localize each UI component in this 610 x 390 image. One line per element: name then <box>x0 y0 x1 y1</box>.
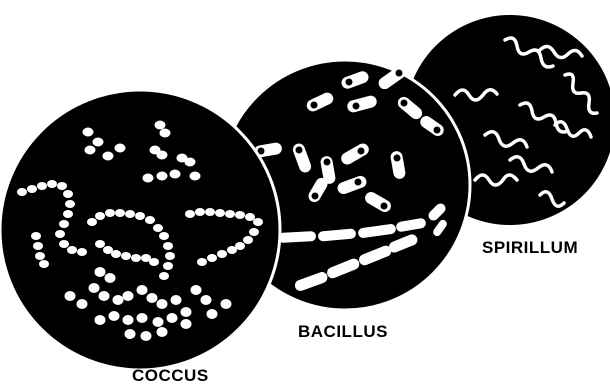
coccus-cell <box>167 313 178 323</box>
streptococcus-cell <box>59 220 69 228</box>
streptococcus-cell <box>95 212 105 220</box>
diplococcus-cell <box>103 152 114 161</box>
bacillus-label: BACILLUS <box>298 322 388 342</box>
streptococcus-cell <box>63 190 73 198</box>
streptococcus-cell <box>37 182 47 190</box>
diplococcus-cell <box>160 129 171 138</box>
streptococcus-cell <box>47 180 57 188</box>
streptococcus-cell <box>95 240 105 248</box>
diplococcus-cell <box>93 138 104 147</box>
streptococcus-cell <box>243 236 253 244</box>
coccus-cell <box>123 291 134 301</box>
streptococcus-cell <box>63 210 73 218</box>
streptococcus-cell <box>87 218 97 226</box>
streptococcus-cell <box>57 182 67 190</box>
coccus-cell <box>147 293 158 303</box>
diplococcus-cell <box>155 121 166 130</box>
spirillum-label: SPIRILLUM <box>482 238 578 258</box>
streptococcus-cell <box>253 218 263 226</box>
streptococcus-cell <box>125 210 135 218</box>
streptococcus-cell <box>197 258 207 266</box>
streptococcus-cell <box>77 248 87 256</box>
diplococcus-cell <box>157 172 168 181</box>
coccus-cell <box>123 315 134 325</box>
streptococcus-cell <box>245 213 255 221</box>
streptococcus-cell <box>185 210 195 218</box>
streptococcus-cell <box>207 254 217 262</box>
coccus-cell <box>157 299 168 309</box>
diplococcus-cell <box>143 174 154 183</box>
diplococcus-cell <box>185 158 196 167</box>
streptococcus-cell <box>111 250 121 258</box>
streptococcus-cell <box>115 209 125 217</box>
streptococcus-cell <box>217 250 227 258</box>
streptococcus-cell <box>59 240 69 248</box>
coccus-cell <box>181 307 192 317</box>
streptococcus-cell <box>235 211 245 219</box>
streptococcus-cell <box>249 228 259 236</box>
coccus-cell <box>153 317 164 327</box>
coccus-cell <box>95 315 106 325</box>
streptococcus-cell <box>153 224 163 232</box>
streptococcus-cell <box>67 246 77 254</box>
streptococcus-cell <box>35 252 45 260</box>
streptococcus-cell <box>33 242 43 250</box>
coccus-cell <box>89 283 100 293</box>
streptococcus-cell <box>159 232 169 240</box>
coccus-cell <box>105 273 116 283</box>
diplococcus-cell <box>83 128 94 137</box>
streptococcus-cell <box>135 212 145 220</box>
streptococcus-cell <box>131 254 141 262</box>
streptococcus-cell <box>65 200 75 208</box>
streptococcus-cell <box>163 242 173 250</box>
streptococcus-cell <box>31 232 41 240</box>
streptococcus-cell <box>205 208 215 216</box>
coccus-cell <box>137 285 148 295</box>
streptococcus-cell <box>121 252 131 260</box>
streptococcus-cell <box>159 272 169 280</box>
diplococcus-cell <box>115 144 126 153</box>
coccus-cell <box>201 295 212 305</box>
streptococcus-cell <box>145 216 155 224</box>
coccus-cell <box>181 319 192 329</box>
streptococcus-cell <box>55 230 65 238</box>
coccus-cell <box>171 295 182 305</box>
coccus-cell <box>207 309 218 319</box>
coccus-cell <box>65 291 76 301</box>
coccus-cell <box>191 285 202 295</box>
coccus-label: COCCUS <box>132 366 209 386</box>
streptococcus-cell <box>17 188 27 196</box>
streptococcus-cell <box>195 208 205 216</box>
diplococcus-cell <box>170 170 181 179</box>
streptococcus-cell <box>39 260 49 268</box>
coccus-cell <box>109 311 120 321</box>
streptococcus-cell <box>215 209 225 217</box>
coccus-cell <box>95 267 106 277</box>
streptococcus-cell <box>163 262 173 270</box>
coccus-cell <box>137 313 148 323</box>
diplococcus-cell <box>157 151 168 160</box>
diplococcus-cell <box>85 146 96 155</box>
streptococcus-cell <box>105 209 115 217</box>
coccus-cell <box>113 295 124 305</box>
streptococcus-cell <box>165 252 175 260</box>
streptococcus-cell <box>27 185 37 193</box>
coccus-cell <box>99 291 110 301</box>
coccus-cell <box>157 327 168 337</box>
coccus-cell <box>77 299 88 309</box>
streptococcus-cell <box>225 210 235 218</box>
coccus-cell <box>141 331 152 341</box>
coccus-panel <box>0 90 280 370</box>
coccus-cell <box>221 299 232 309</box>
coccus-cell <box>125 329 136 339</box>
diplococcus-cell <box>190 172 201 181</box>
streptococcus-cell <box>227 246 237 254</box>
streptococcus-cell <box>149 258 159 266</box>
coccus-field <box>0 90 280 370</box>
